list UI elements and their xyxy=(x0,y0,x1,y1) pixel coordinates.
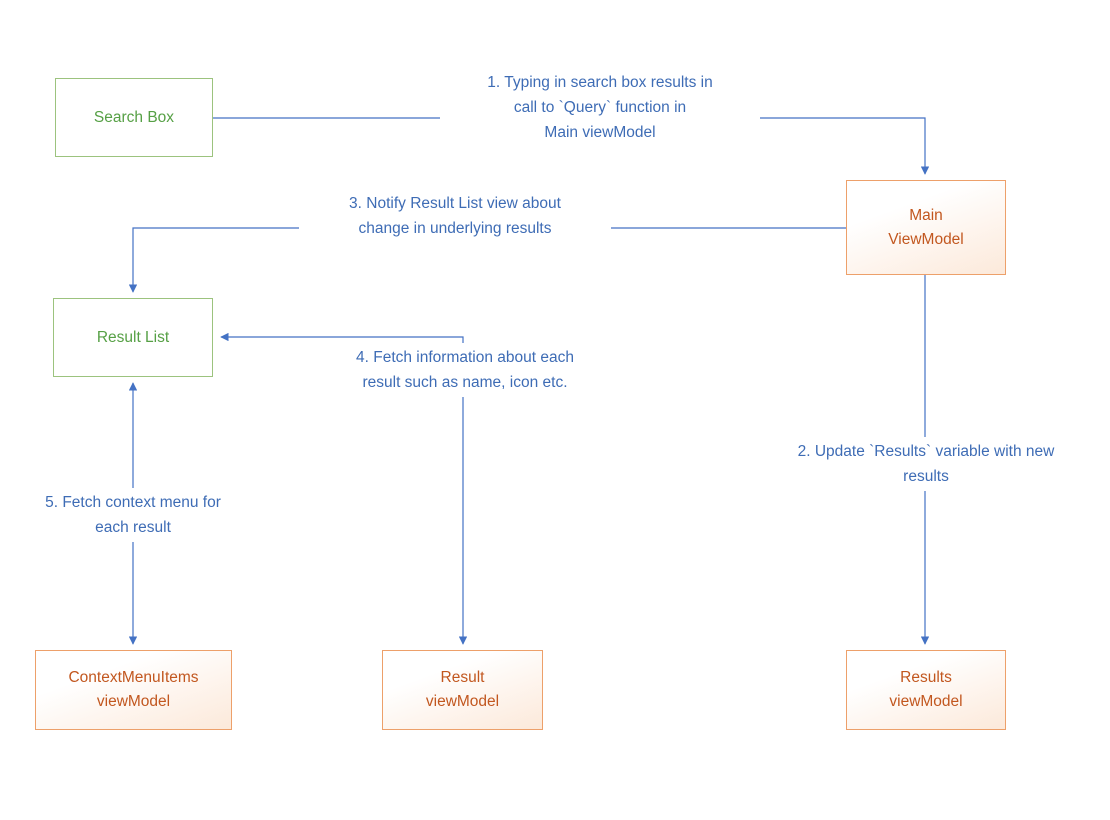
edge-label-step1: 1. Typing in search box results in call … xyxy=(440,68,760,147)
edge-label-step4: 4. Fetch information about each result s… xyxy=(315,343,615,397)
node-result-viewmodel: Result viewModel xyxy=(382,650,543,730)
node-search-box: Search Box xyxy=(55,78,213,157)
edge-label-step5: 5. Fetch context menu for each result xyxy=(8,488,258,542)
edge-step4-connector xyxy=(220,332,468,645)
edge-label-step3: 3. Notify Result List view about change … xyxy=(299,189,611,243)
node-result-list: Result List xyxy=(53,298,213,377)
node-contextmenuitems-viewmodel: ContextMenuItems viewModel xyxy=(35,650,232,730)
edge-label-step2: 2. Update `Results` variable with new re… xyxy=(756,437,1096,491)
node-results-viewmodel: Results viewModel xyxy=(846,650,1006,730)
node-main-viewmodel: Main ViewModel xyxy=(846,180,1006,275)
